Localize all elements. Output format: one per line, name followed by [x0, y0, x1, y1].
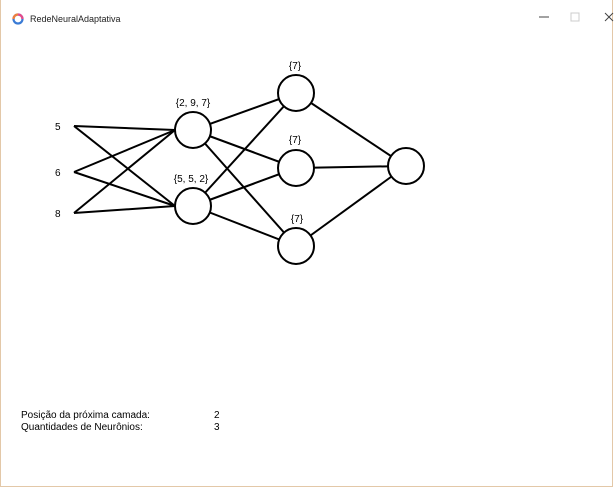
- neuron-weights-label: {7}: [291, 214, 304, 225]
- next-layer-position-label: Posição da próxima camada:: [21, 410, 150, 421]
- app-logo-icon: [12, 13, 24, 25]
- connection-line: [73, 129, 176, 214]
- input-connections: [73, 125, 176, 214]
- window-title: RedeNeuralAdaptativa: [30, 14, 121, 24]
- connection-line: [73, 129, 176, 173]
- connection-line: [295, 165, 407, 247]
- input-label-1: 5: [55, 122, 61, 133]
- minimize-icon: [539, 16, 549, 18]
- input-label-3: 8: [55, 209, 61, 220]
- close-icon: [604, 12, 614, 22]
- connection-line: [73, 125, 176, 207]
- minimize-button[interactable]: [521, 0, 567, 34]
- connection-line: [73, 171, 176, 207]
- close-button[interactable]: [586, 0, 614, 34]
- next-layer-position-value: 2: [214, 410, 220, 421]
- neuron-hidden-2-a[interactable]: [277, 74, 315, 112]
- connection-line: [73, 205, 176, 214]
- neurons: [174, 74, 425, 265]
- connection-line: [192, 92, 297, 207]
- input-label-2: 6: [55, 168, 61, 179]
- neuron-hidden-2-b[interactable]: [277, 149, 315, 187]
- title-bar[interactable]: RedeNeuralAdaptativa: [1, 0, 614, 34]
- maximize-icon: [570, 12, 580, 22]
- connection-line: [73, 125, 176, 131]
- neuron-hidden-1-b[interactable]: [174, 187, 212, 225]
- next-layer-position-row: Posição da próxima camada: 2: [21, 410, 220, 422]
- neuron-output[interactable]: [387, 147, 425, 185]
- neuron-weights-label: {7}: [289, 61, 302, 72]
- neuron-count-label: Quantidades de Neurônios:: [21, 422, 143, 433]
- neuron-weights-label: {5, 5, 2}: [174, 174, 209, 185]
- neuron-hidden-2-c[interactable]: [277, 227, 315, 265]
- neuron-count-row: Quantidades de Neurônios: 3: [21, 422, 220, 434]
- neuron-hidden-1-a[interactable]: [174, 111, 212, 149]
- neuron-weights-label: {7}: [289, 135, 302, 146]
- neuron-weights-label: {2, 9, 7}: [176, 98, 211, 109]
- connection-line: [295, 92, 407, 167]
- neuron-count-value: 3: [214, 422, 220, 433]
- maximize-button[interactable]: [552, 0, 598, 34]
